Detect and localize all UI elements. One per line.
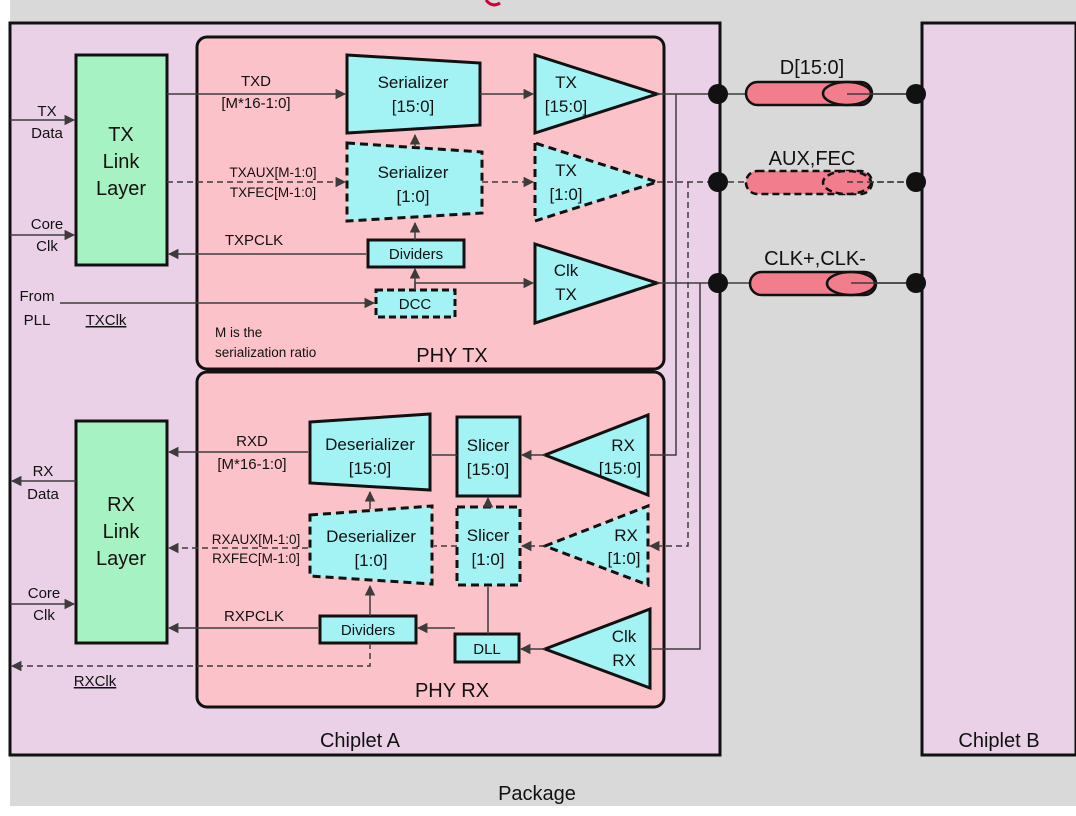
slicer-main-line1: Slicer <box>467 436 510 455</box>
chiplet-b <box>920 21 1076 757</box>
chiplet-b-label: Chiplet B <box>958 730 1039 752</box>
deserializer-main-line2: [15:0] <box>349 459 392 478</box>
pad-a-aux <box>708 172 728 192</box>
rx-link-layer-line2: Link <box>103 521 141 543</box>
deserializer-main-line1: Deserializer <box>325 435 415 454</box>
pad-a-data <box>708 84 728 104</box>
rx-dividers-label: Dividers <box>341 622 395 639</box>
tx-data-label-line1: TX <box>37 103 56 120</box>
tx-driver-main-line2: [15:0] <box>545 97 588 116</box>
tx-driver-main-line1: TX <box>555 73 577 92</box>
clk-tx-line1: Clk <box>554 261 579 280</box>
tx-driver-main <box>533 52 662 136</box>
slicer-main-line2: [15:0] <box>467 460 510 479</box>
rx-link-layer-line1: RX <box>107 494 135 516</box>
rxpclk-label: RXPCLK <box>224 608 284 625</box>
slicer-aux-line1: Slicer <box>467 526 510 545</box>
rx-core-clk-line2: Clk <box>33 607 55 624</box>
tx-link-layer-line2: Link <box>103 151 141 173</box>
pad-a-clk <box>708 273 728 293</box>
deserializer-aux-line2: [1:0] <box>354 551 387 570</box>
rx-receiver-main-line1: RX <box>611 436 635 455</box>
interconnect <box>708 80 926 297</box>
deserializer-aux <box>308 504 434 586</box>
rxd-label-line2: [M*16-1:0] <box>217 456 286 473</box>
from-pll-line2: PLL <box>24 312 51 329</box>
phy-rx-title: PHY RX <box>415 680 489 702</box>
rx-core-clk-line1: Core <box>28 585 61 602</box>
dcc-label: DCC <box>399 296 432 313</box>
rx-data-label-line1: RX <box>33 463 54 480</box>
serializer-main-line2: [15:0] <box>392 97 435 116</box>
serializer-aux <box>345 141 484 223</box>
tx-link-layer-line3: Layer <box>96 178 146 200</box>
aux-fec-wire-label: AUX,FEC <box>769 148 856 170</box>
tx-driver-aux-line1: TX <box>555 161 577 180</box>
tx-driver-aux-line2: [1:0] <box>549 185 582 204</box>
from-pll-line1: From <box>20 288 55 305</box>
package-label: Package <box>498 783 576 805</box>
rx-receiver-main <box>540 412 650 498</box>
clk-rx-line2: RX <box>612 651 636 670</box>
serializer-main <box>345 53 482 135</box>
clk-rx-receiver <box>540 606 652 691</box>
txaux-label: TXAUX[M-1:0] <box>229 165 316 180</box>
rxaux-label: RXAUX[M-1:0] <box>212 532 301 547</box>
serialization-note-line1: M is the <box>215 325 262 340</box>
slicer-aux <box>455 505 522 587</box>
txclk-label: TXClk <box>86 312 127 329</box>
tx-dividers <box>366 238 466 269</box>
tx-data-label-line2: Data <box>31 125 63 142</box>
clk-wire-label: CLK+,CLK- <box>764 248 866 270</box>
dll-block <box>453 632 521 664</box>
cut-title-glyph <box>484 0 501 7</box>
rx-receiver-main-line2: [15:0] <box>599 459 642 478</box>
rxclk-label: RXClk <box>74 673 117 690</box>
dll-label: DLL <box>473 641 501 658</box>
data-wire-label: D[15:0] <box>780 57 844 79</box>
txfec-label: TXFEC[M-1:0] <box>230 185 316 200</box>
rx-receiver-aux-line2: [1:0] <box>607 549 640 568</box>
tx-core-clk-line1: Core <box>31 216 64 233</box>
phy-tx-title: PHY TX <box>416 345 488 367</box>
txd-label-line2: [M*16-1:0] <box>221 95 290 112</box>
serialization-note-line2: serialization ratio <box>215 345 316 360</box>
tx-link-layer-line1: TX <box>108 124 134 146</box>
pad-b-aux <box>906 172 926 192</box>
connections <box>10 88 718 672</box>
rx-receiver-aux-line1: RX <box>614 526 638 545</box>
tx-core-clk-line2: Clk <box>36 238 58 255</box>
pad-b-clk <box>906 273 926 293</box>
tx-link-layer <box>74 53 169 267</box>
slicer-main <box>455 415 522 498</box>
serializer-aux-line1: Serializer <box>378 163 449 182</box>
pad-b-data <box>906 84 926 104</box>
rx-data-label-line2: Data <box>27 486 59 503</box>
txpclk-label: TXPCLK <box>225 232 283 249</box>
rx-receiver-aux <box>540 503 650 588</box>
clk-rx-line1: Clk <box>612 627 637 646</box>
serializer-aux-line2: [1:0] <box>396 187 429 206</box>
tx-driver-aux <box>533 140 662 224</box>
rx-link-layer <box>74 419 169 645</box>
rx-dividers <box>318 614 418 645</box>
rxfec-label: RXFEC[M-1:0] <box>212 551 300 566</box>
rxd-label-line1: RXD <box>236 433 268 450</box>
chiplet-a-label: Chiplet A <box>320 730 401 752</box>
serializer-main-line1: Serializer <box>378 73 449 92</box>
clk-tx-line2: TX <box>555 285 577 304</box>
dcc-block <box>374 288 457 319</box>
slicer-aux-line2: [1:0] <box>471 550 504 569</box>
clk-tx-driver <box>533 241 662 326</box>
rx-link-layer-line3: Layer <box>96 548 146 570</box>
deserializer-main <box>308 412 432 492</box>
deserializer-aux-line1: Deserializer <box>326 527 416 546</box>
tx-dividers-label: Dividers <box>389 246 443 263</box>
txd-label-line1: TXD <box>241 73 271 90</box>
